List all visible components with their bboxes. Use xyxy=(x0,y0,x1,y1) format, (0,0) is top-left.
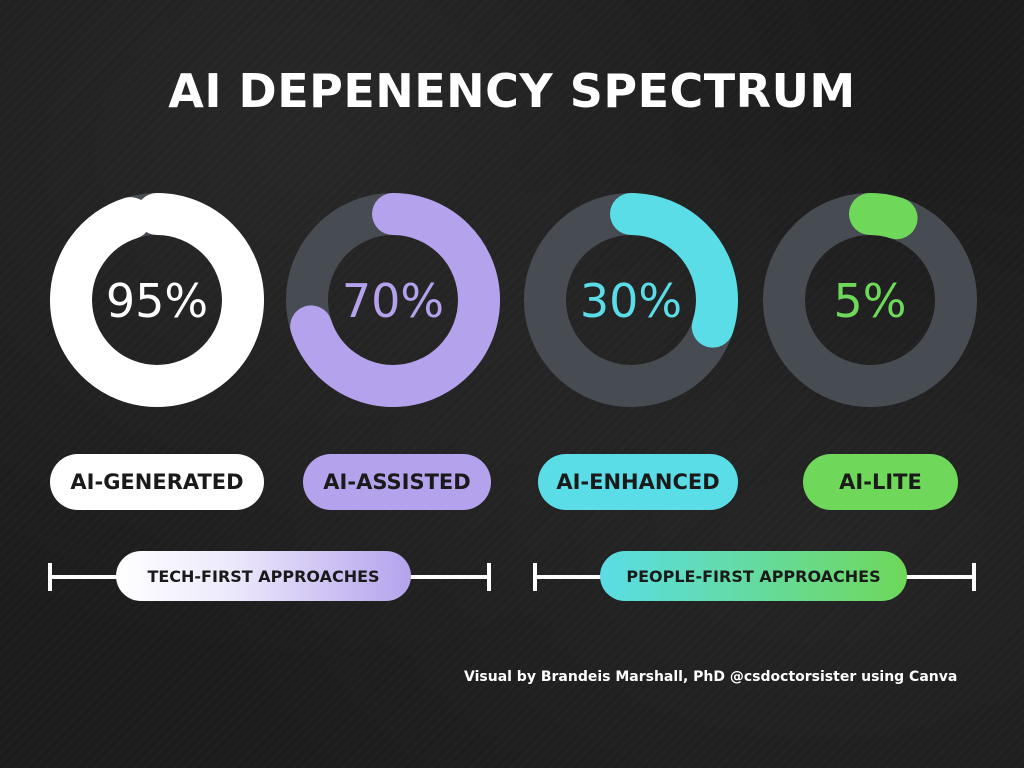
donut-value-label-ai-generated: 95% xyxy=(106,274,208,328)
donut-arc-ai-assisted xyxy=(286,193,500,407)
credit-text: Visual by Brandeis Marshall, PhD @csdoct… xyxy=(464,669,958,685)
donut-value-label-ai-enhanced: 30% xyxy=(580,274,682,328)
category-label-ai-enhanced: AI-ENHANCED xyxy=(538,454,738,510)
donut-arc-ai-generated xyxy=(50,193,264,407)
people-first-label: PEOPLE-FIRST APPROACHES xyxy=(600,551,907,601)
donut-arc-ai-enhanced xyxy=(524,193,738,407)
donut-arc-ai-lite xyxy=(763,193,977,407)
scale-cap-right xyxy=(972,563,976,591)
scale-cap-right xyxy=(487,563,491,591)
tech-first-label: TECH-FIRST APPROACHES xyxy=(116,551,411,601)
donut-value-label-ai-assisted: 70% xyxy=(342,274,444,328)
scale-cap-left xyxy=(48,563,52,591)
tech-first-scale: TECH-FIRST APPROACHES xyxy=(48,551,491,601)
people-first-scale: PEOPLE-FIRST APPROACHES xyxy=(533,551,976,601)
category-label-ai-lite: AI-LITE xyxy=(803,454,958,510)
donut-value-label-ai-lite: 5% xyxy=(834,274,907,328)
category-label-ai-assisted: AI-ASSISTED xyxy=(303,454,491,510)
category-label-ai-generated: AI-GENERATED xyxy=(50,454,264,510)
page-title: AI DEPENENCY SPECTRUM xyxy=(168,64,856,118)
scale-cap-left xyxy=(533,563,537,591)
